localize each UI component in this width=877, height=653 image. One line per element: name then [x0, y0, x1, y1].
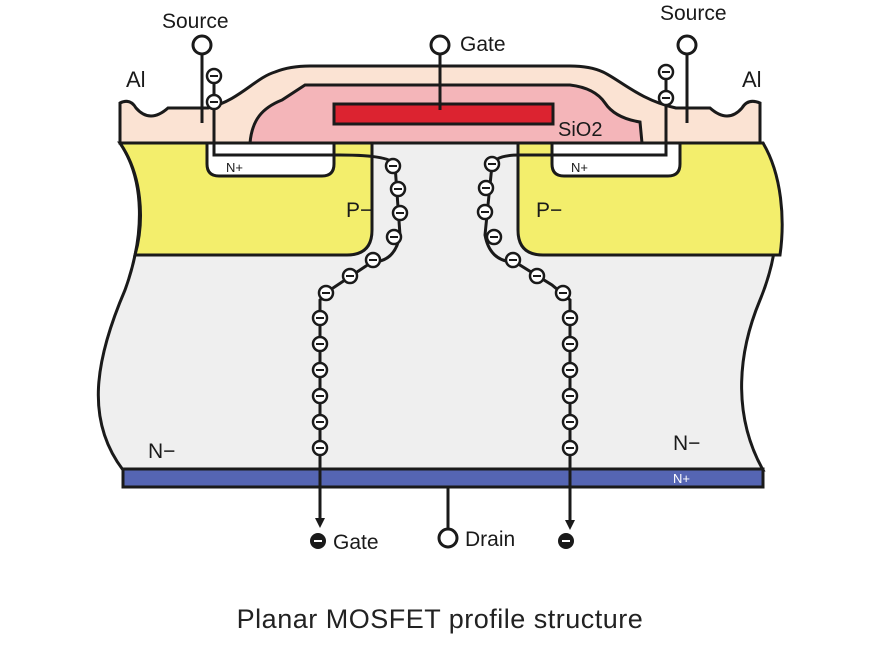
n-plus-source-right — [550, 143, 682, 178]
label-n-plus-left: N+ — [226, 160, 243, 175]
electron-icon — [657, 89, 675, 107]
source-terminal-left — [191, 34, 213, 56]
electron-icon — [317, 284, 335, 302]
electron-icon — [364, 251, 382, 269]
electron-icon — [485, 228, 503, 246]
electron-icon — [561, 439, 579, 457]
label-source-left: Source — [162, 10, 229, 33]
label-al-left: Al — [126, 67, 146, 92]
electron-icon — [311, 439, 329, 457]
electron-icon — [311, 361, 329, 379]
label-gate-top: Gate — [460, 33, 506, 56]
diagram-caption: Planar MOSFET profile structure — [237, 604, 644, 634]
electron-icon — [205, 93, 223, 111]
electron-icon — [311, 335, 329, 353]
label-drain: Drain — [465, 528, 515, 551]
electron-icon — [311, 387, 329, 405]
n-plus-substrate — [121, 467, 765, 489]
electron-icon — [528, 267, 546, 285]
electron-icon — [657, 63, 675, 81]
electrons-left — [205, 67, 409, 457]
label-p-left: P− — [346, 199, 372, 222]
electron-icon — [561, 387, 579, 405]
gate-electrode — [332, 102, 555, 126]
electron-icon — [341, 267, 359, 285]
electron-icon — [477, 179, 495, 197]
label-n-minus-right: N− — [673, 432, 700, 455]
electron-icon — [554, 284, 572, 302]
label-n-minus-left: N− — [148, 440, 175, 463]
electron-icon — [389, 180, 407, 198]
gate-terminal-top — [429, 34, 451, 56]
electron-icon — [483, 155, 501, 173]
electron-bottom-right-icon — [558, 533, 574, 549]
n-plus-source-left — [205, 143, 336, 178]
label-gate-bottom: Gate — [333, 531, 379, 554]
drain-terminal — [437, 527, 459, 549]
electron-bottom-left-icon — [310, 533, 326, 549]
label-sio2: SiO2 — [558, 119, 602, 141]
electron-icon — [205, 67, 223, 85]
electrons-right — [476, 63, 675, 457]
electron-icon — [561, 413, 579, 431]
source-terminal-right — [676, 34, 698, 56]
label-n-plus-substrate: N+ — [673, 471, 690, 486]
label-p-right: P− — [536, 199, 562, 222]
label-al-right: Al — [742, 67, 762, 92]
arrow-left-icon — [315, 518, 325, 528]
electron-icon — [385, 228, 403, 246]
electron-icon — [391, 204, 409, 222]
electron-icon — [311, 413, 329, 431]
electron-icon — [561, 309, 579, 327]
electron-icon — [504, 251, 522, 269]
electron-icon — [476, 203, 494, 221]
label-source-right: Source — [660, 2, 727, 25]
electron-icon — [561, 335, 579, 353]
electron-icon — [561, 361, 579, 379]
arrow-right-icon — [565, 520, 575, 530]
electron-icon — [384, 157, 402, 175]
electron-icon — [311, 309, 329, 327]
label-n-plus-right: N+ — [571, 160, 588, 175]
